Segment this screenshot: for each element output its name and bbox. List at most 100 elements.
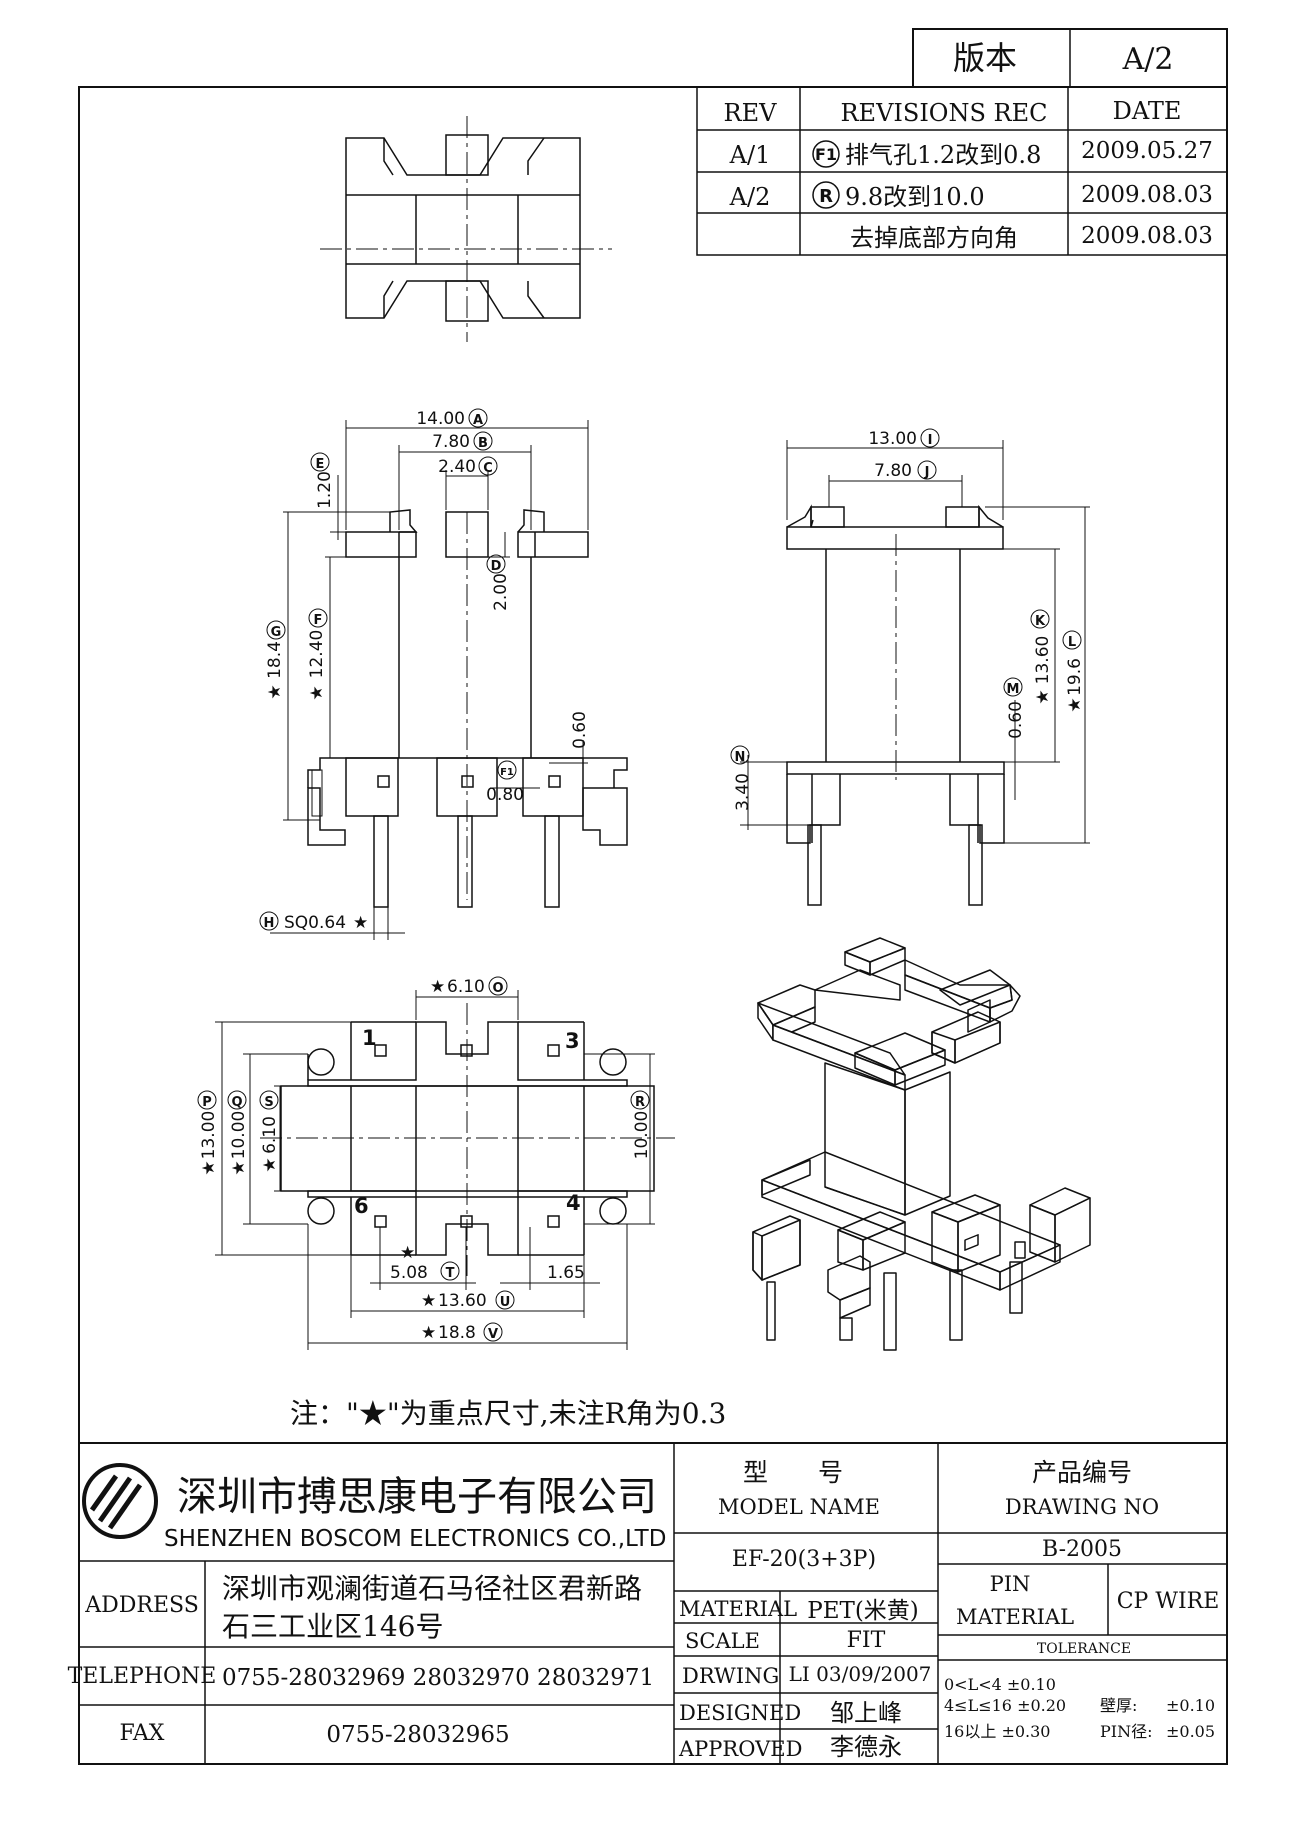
dim-a-marker (468, 408, 488, 428)
drawing-no-label-cn: 产品编号 (1032, 1458, 1132, 1487)
designed-label: DESIGNED (679, 1701, 801, 1725)
revision-3-text: 去掉底部方向角 (850, 224, 1018, 252)
pin-label-3: 3 (565, 1029, 580, 1053)
dim-o-marker (488, 976, 508, 996)
title-block: 深圳市搏思康电子有限公司 SHENZHEN BOSCOM ELECTRONICS… (68, 1442, 1227, 1764)
dim-r-marker-label: R (635, 1095, 645, 1110)
revisions-rec-header: REVISIONS REC (840, 99, 1047, 127)
address-line-1: 深圳市观澜街道石马径社区君新路 (222, 1572, 642, 1605)
revision-a1-text: 排气孔1.2改到0.8 (845, 141, 1041, 169)
address-label: ADDRESS (84, 1593, 199, 1618)
model-label-en: MODEL NAME (718, 1495, 880, 1519)
dim-l-marker (1062, 630, 1082, 650)
dim-d-marker (486, 554, 506, 574)
side-view (786, 504, 1005, 906)
dim-t-marker-label: T (446, 1266, 455, 1281)
dim-v-marker (483, 1322, 503, 1342)
pin-label-1: 1 (362, 1026, 377, 1050)
dim-f1-value: 0.80 (486, 785, 524, 805)
dim-q-marker (227, 1090, 247, 1110)
dim-k-marker-label: K (1035, 614, 1046, 629)
tolerance-label: TOLERANCE (1037, 1641, 1131, 1657)
dim-j-marker (917, 460, 937, 480)
drawing-no-label-en: DRAWING NO (1005, 1495, 1159, 1519)
dim-g-star: ★ (265, 684, 285, 699)
dim-h-marker-label: H (264, 916, 275, 931)
dim-f-marker (308, 608, 328, 628)
company-name-cn: 深圳市搏思康电子有限公司 (177, 1474, 657, 1520)
dim-r-value: 10.00 (632, 1111, 652, 1160)
dim-p-star: ★ (199, 1160, 219, 1175)
dim-f1-marker-label: F1 (500, 767, 514, 778)
pin-dia-tolerance-label: PIN径: (1100, 1722, 1152, 1741)
revision-table: REV REVISIONS REC DATE A/1 F1 排气孔1.2改到0.… (696, 86, 1228, 256)
revision-marker-r (812, 181, 840, 209)
rev-a2: A/2 (729, 183, 771, 211)
dim-a-marker-label: A (473, 413, 483, 428)
dim-r-marker (630, 1090, 650, 1110)
version-value: A/2 (1122, 42, 1174, 77)
dim-j-marker-label: J (924, 465, 930, 480)
dim-t-marker (440, 1261, 460, 1281)
revision-marker-f1 (812, 140, 840, 168)
dim-o-star: ★ (430, 977, 445, 997)
dim-h-value: SQ0.64 (284, 913, 346, 933)
wall-tolerance-value: ±0.10 (1166, 1696, 1215, 1715)
dim-v-marker-label: V (488, 1327, 498, 1342)
wall-tolerance-label: 壁厚: (1100, 1696, 1137, 1715)
drwing-label: DRWING (682, 1664, 779, 1688)
bottom-view: 1 3 6 4 (260, 1003, 675, 1276)
dim-d-marker-label: D (491, 559, 502, 574)
dim-t2-value: 1.65 (547, 1263, 585, 1283)
dim-v-value: 18.8 (438, 1323, 476, 1343)
tolerance-row-1: 0<L<4 ±0.10 (944, 1675, 1056, 1694)
dim-o-value: 6.10 (447, 977, 485, 997)
dim-m-value: 0.60 (1006, 701, 1026, 739)
dim-u-star: ★ (421, 1291, 436, 1311)
dim-k-star: ★ (1033, 689, 1053, 704)
dim-m-marker-label: M (1007, 682, 1020, 697)
dim-b-marker (473, 431, 493, 451)
pin-label-4: 4 (566, 1191, 581, 1215)
dim-n-value: 3.40 (733, 773, 753, 811)
dim-p-marker-label: P (202, 1095, 212, 1110)
dim-u-marker-label: U (500, 1295, 511, 1310)
dim-j-value: 7.80 (874, 461, 912, 481)
dim-c-marker (478, 456, 498, 476)
side-view-dimensions: 13.00 I 7.80 J K 13.60 ★ L 19.6 ★ M 0.60… (730, 428, 1090, 844)
dim-f-value: 12.40 (307, 630, 327, 679)
dim-t-value: 5.08 (390, 1263, 428, 1283)
version-box: 版本 A/2 (912, 28, 1228, 88)
company-logo (82, 1463, 158, 1539)
dim-u-marker (495, 1290, 515, 1310)
telephone-value: 0755-28032969 28032970 28032971 (222, 1665, 654, 1691)
dim-i-value: 13.00 (868, 429, 917, 449)
date-header: DATE (1113, 97, 1182, 125)
dim-p-value: 13.00 (199, 1111, 219, 1160)
material-value: PET(米黄) (807, 1598, 919, 1624)
dim-s-marker-label: S (264, 1095, 273, 1110)
revision-marker-r-label: R (819, 186, 833, 207)
dim-f1-marker (497, 760, 517, 780)
company-name-en: SHENZHEN BOSCOM ELECTRONICS CO.,LTD (164, 1526, 666, 1552)
material-label: MATERIAL (679, 1597, 797, 1621)
dim-e-value: 1.20 (315, 471, 335, 509)
rev-header: REV (724, 99, 778, 127)
dim-k-value: 13.60 (1033, 636, 1053, 685)
version-label: 版本 (953, 39, 1017, 77)
dim-u-value: 13.60 (438, 1291, 487, 1311)
dim-e-marker-label: E (316, 457, 325, 472)
pin-dia-tolerance-value: ±0.05 (1166, 1722, 1215, 1741)
revision-a1-date: 2009.05.27 (1081, 138, 1213, 164)
pin-material-label-1: PIN (990, 1572, 1031, 1596)
scale-label: SCALE (685, 1629, 760, 1653)
dim-g-marker-label: G (271, 625, 282, 640)
dim-f-star: ★ (307, 685, 327, 700)
revision-a2-date: 2009.08.03 (1081, 182, 1213, 208)
dim-o-marker-label: O (492, 981, 503, 996)
dim-s-marker (259, 1090, 279, 1110)
scale-value: FIT (847, 1628, 886, 1653)
dim-c-value: 2.40 (438, 457, 476, 477)
front-view (307, 509, 628, 908)
